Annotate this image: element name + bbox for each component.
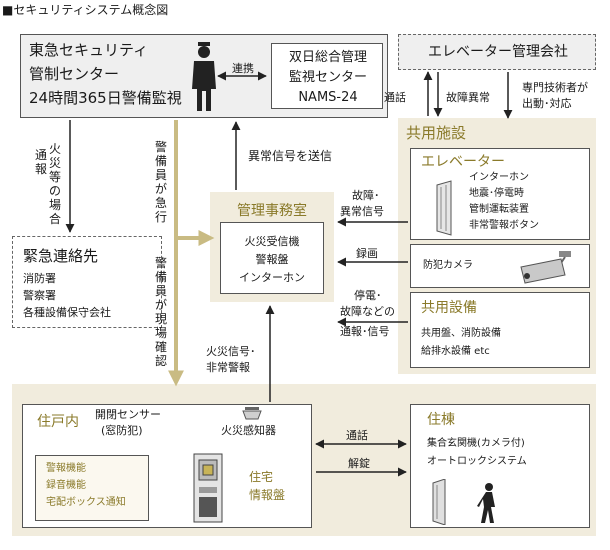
- fire-detector-icon: [242, 407, 262, 420]
- blackout-line2: 故障などの: [340, 305, 395, 318]
- emergency-item-1: 消防署: [23, 272, 56, 285]
- security-guard-icon: [192, 42, 216, 111]
- abnormal-send-label: 異常信号を送信: [248, 149, 333, 163]
- door-sensor-line2: (窓防犯): [101, 424, 143, 437]
- tech-line2: 出動･対応: [522, 97, 572, 110]
- residence-line2: オートロックシステム: [427, 456, 527, 467]
- dwelling-box: 住戸内 開閉センサー (窓防犯) 火災感知器 警報機能 録音機能 宅配ボックス通…: [22, 404, 312, 528]
- elevator-item-1: インターホン: [469, 172, 529, 183]
- management-office-line3: インターホン: [239, 271, 305, 284]
- management-office-line2: 警報盤: [255, 253, 289, 266]
- elevator-item-2: 地震･停電時: [469, 188, 524, 199]
- common-facilities-title: 共用施設: [406, 124, 467, 142]
- panel-function-2: 録音機能: [46, 480, 86, 491]
- home-panel-line1: 住宅: [249, 470, 274, 484]
- elevator-item-4: 非常警報ボタン: [469, 220, 539, 231]
- fire-notify-col1: 火災等の場合: [48, 142, 61, 226]
- security-camera-icon: [520, 251, 571, 284]
- common-equipment-line2: 給排水設備 etc: [421, 346, 490, 357]
- unlock-label: 解錠: [348, 457, 370, 470]
- residence-building-box: 住棟 集合玄関機(カメラ付) オートロックシステム: [410, 404, 590, 528]
- management-office-line1: 火災受信機: [244, 235, 300, 248]
- dwelling-title: 住戸内: [37, 414, 79, 430]
- common-facilities-panel: 共用施設 エレベーター インターホン 地震･停電時 管制運転装置 非常警報ボタン…: [398, 118, 596, 374]
- elevator-company-label: エレベーター管理会社: [428, 44, 568, 60]
- tokyu-line2: 管制センター: [29, 65, 120, 83]
- fire-signal-line1: 火災信号･: [206, 345, 256, 358]
- management-office-panel: 管理事務室 火災受信機 警報盤 インターホン: [210, 192, 334, 302]
- guard-check-label: 警備員が現場確認: [154, 256, 167, 368]
- fault-top-label: 故障異常: [446, 91, 490, 104]
- residence-title: 住棟: [427, 412, 455, 428]
- soga-line2: 監視センター: [288, 70, 367, 85]
- blackout-line1: 停電･: [354, 289, 382, 302]
- management-office-inner: [220, 222, 324, 294]
- home-info-panel-icon: [193, 453, 223, 523]
- fault-signal-line1: 故障･: [352, 189, 380, 202]
- elevator-item-3: 管制運転装置: [469, 204, 529, 215]
- emergency-item-2: 警察署: [23, 289, 56, 302]
- fire-detector-label: 火災感知器: [221, 424, 276, 437]
- blackout-line3: 通報･信号: [340, 325, 390, 338]
- tokyu-security-center: 東急セキュリティ 管制センター 24時間365日警備監視 双日総合管理 監視セン…: [20, 34, 388, 118]
- common-equipment-box: 共用設備 共用盤、消防設備 給排水設備 etc: [410, 292, 590, 368]
- emergency-item-3: 各種設備保守会社: [23, 306, 111, 319]
- call-top-label: 通話: [384, 91, 406, 104]
- soga-line1: 双日総合管理: [288, 50, 367, 65]
- diagram-title: ■セキュリティシステム概念図: [2, 3, 169, 17]
- emergency-contacts-box: 緊急連絡先 消防署 警察署 各種設備保守会社: [12, 236, 162, 328]
- tokyu-line3: 24時間365日警備監視: [29, 89, 182, 107]
- tech-line1: 専門技術者が: [522, 81, 588, 94]
- fire-notify-col2: 通報: [34, 148, 47, 176]
- elevator-title: エレベーター: [421, 154, 505, 170]
- residence-line1: 集合玄関機(カメラ付): [427, 438, 525, 449]
- panel-function-3: 宅配ボックス通知: [46, 497, 126, 508]
- call-bottom-label: 通話: [346, 429, 368, 442]
- management-office-title: 管理事務室: [237, 203, 307, 219]
- elevator-company-box: エレベーター管理会社: [398, 34, 596, 70]
- camera-label: 防犯カメラ: [423, 260, 473, 271]
- door-sensor-line1: 開閉センサー: [95, 408, 161, 421]
- common-equipment-title: 共用設備: [421, 300, 477, 316]
- recording-label: 録画: [356, 247, 378, 260]
- elevator-door-icon: [436, 180, 452, 236]
- guard-rush-label: 警備員が急行: [154, 140, 167, 224]
- tokyu-line1: 東急セキュリティ: [29, 41, 149, 59]
- soga-line3: NAMS-24: [298, 90, 358, 105]
- elevator-box: エレベーター インターホン 地震･停電時 管制運転装置 非常警報ボタン: [410, 148, 590, 240]
- link-label: 連携: [232, 62, 254, 75]
- camera-box: 防犯カメラ: [410, 244, 590, 288]
- panel-functions-box: 警報機能 録音機能 宅配ボックス通知: [35, 455, 149, 521]
- panel-function-1: 警報機能: [46, 463, 86, 474]
- bottom-panel: 住戸内 開閉センサー (窓防犯) 火災感知器 警報機能 録音機能 宅配ボックス通…: [12, 384, 596, 536]
- entrance-door-person-icon: [432, 479, 495, 525]
- soga-monitoring-center: 双日総合管理 監視センター NAMS-24: [271, 43, 383, 109]
- common-equipment-line1: 共用盤、消防設備: [421, 328, 501, 339]
- fault-signal-line2: 異常信号: [340, 205, 384, 218]
- emergency-title: 緊急連絡先: [23, 247, 99, 265]
- home-panel-line2: 情報盤: [249, 488, 286, 502]
- fire-signal-line2: 非常警報: [206, 361, 250, 374]
